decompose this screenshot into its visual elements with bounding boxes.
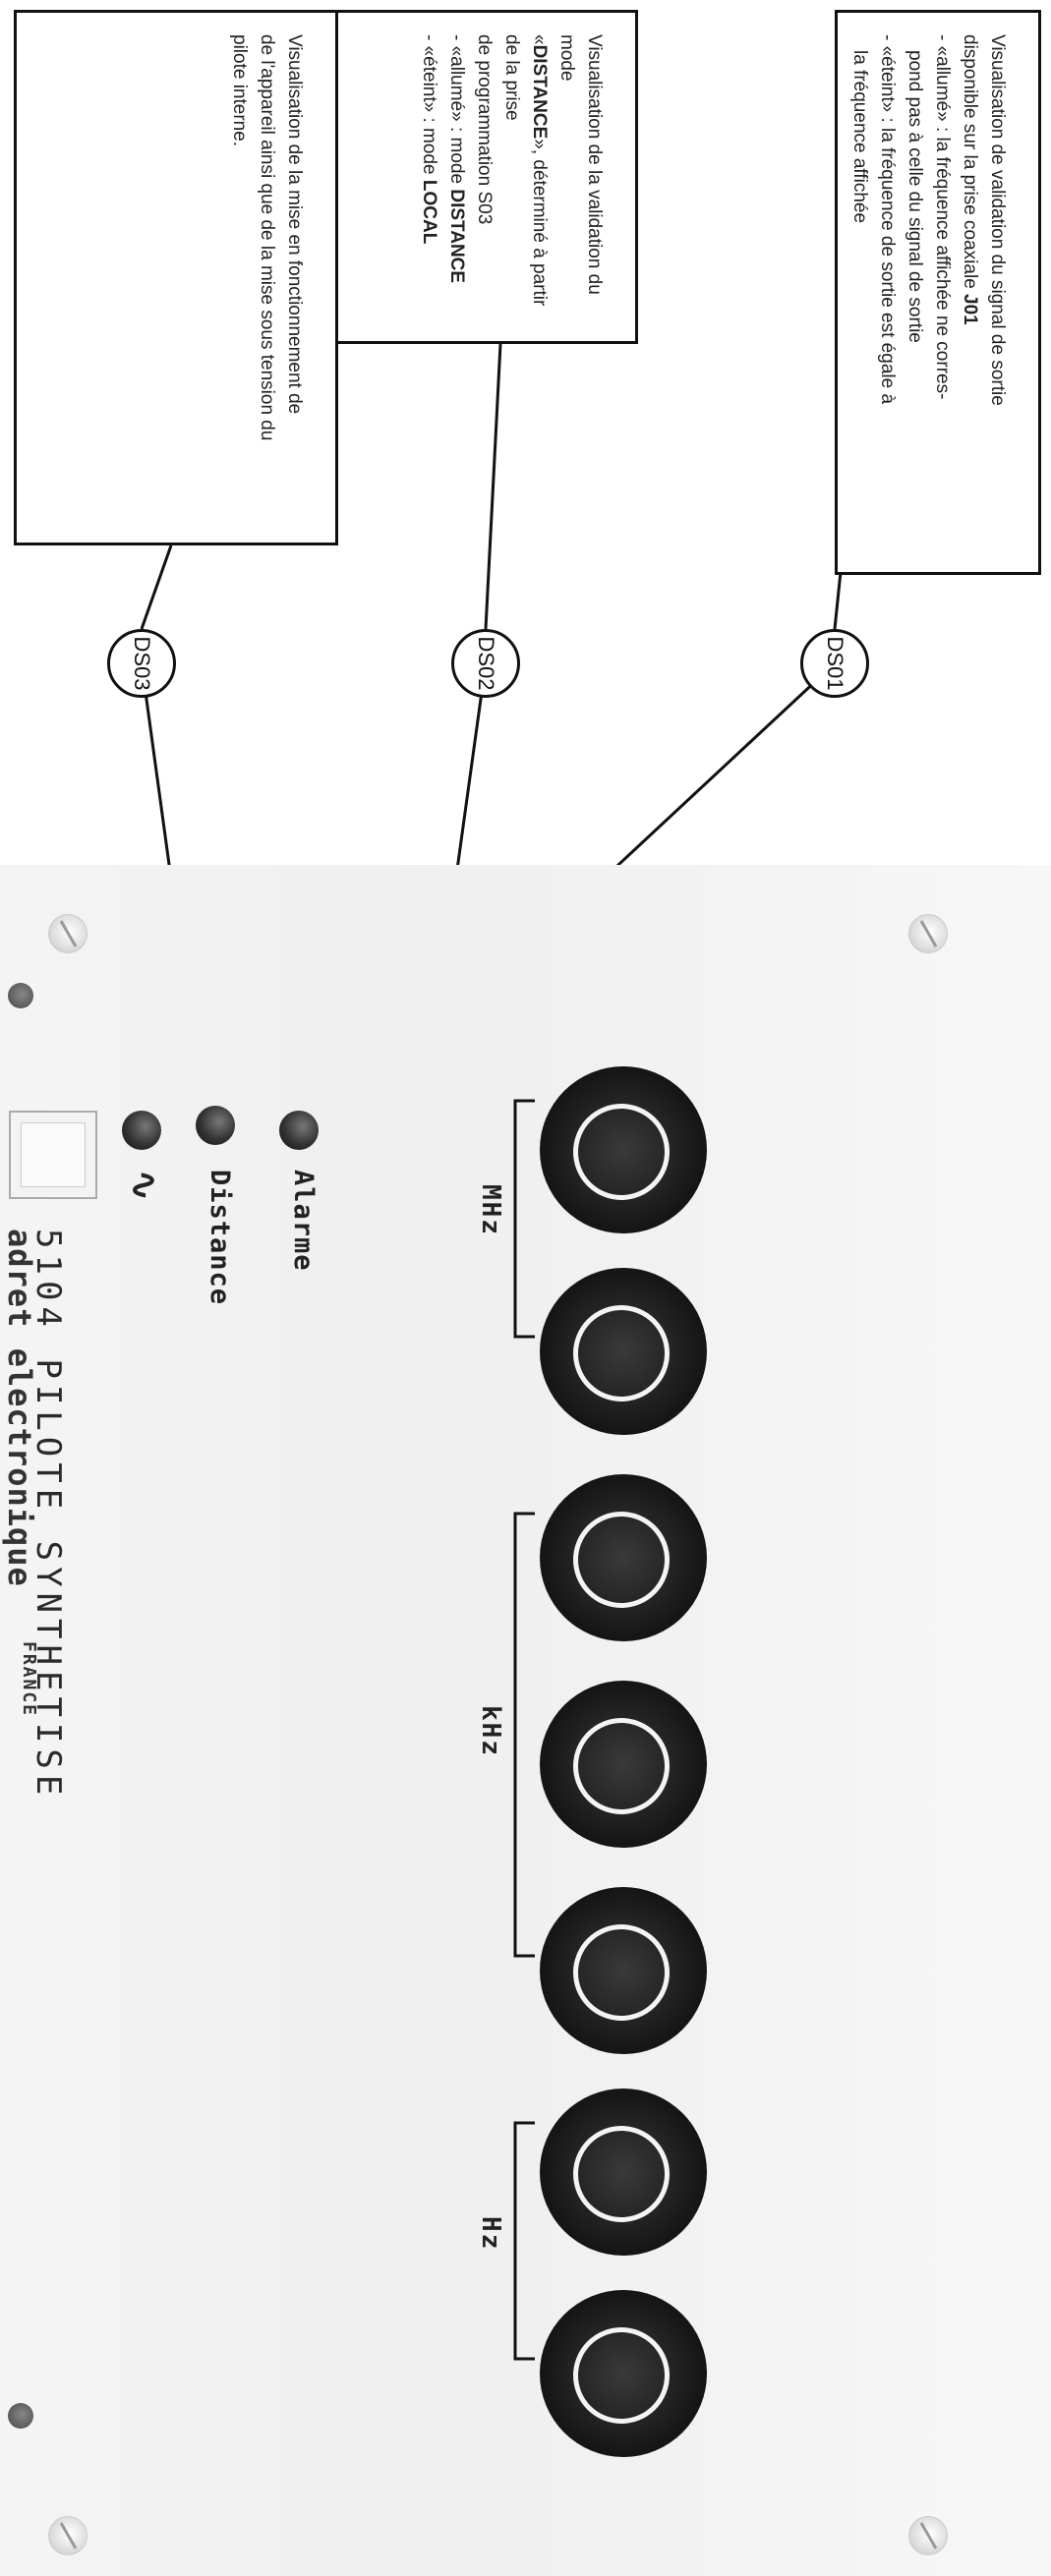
group-label-mhz: MHz [476,1184,505,1236]
bracket-khz [513,1512,535,1958]
brand-country: FRANCE [19,1641,39,1718]
line-callout-ds02 [484,343,502,630]
bracket-mhz [513,1099,535,1339]
line-callout-ds03 [140,544,173,630]
bracket-hz [513,2121,535,2361]
group-label-hz: Hz [476,2216,505,2252]
group-label-khz: kHz [476,1705,505,1757]
